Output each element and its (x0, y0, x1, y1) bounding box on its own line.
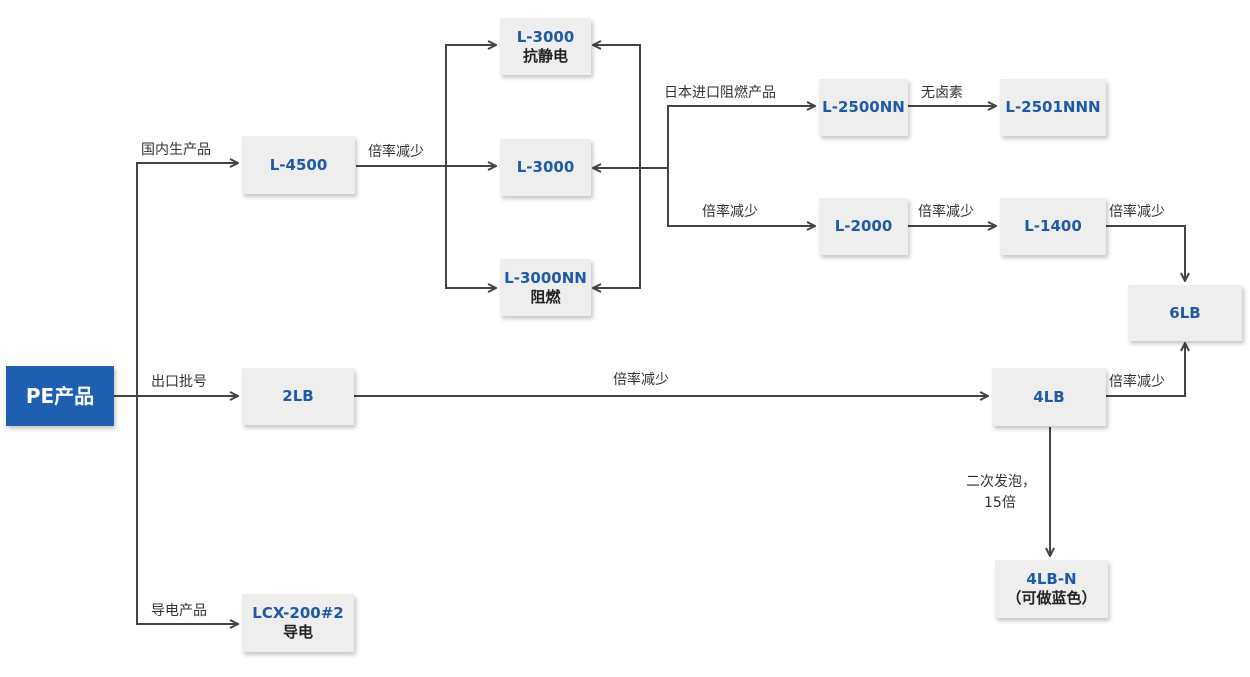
edge-label-export: 出口批号 (151, 374, 207, 390)
edge-label-rate-reduce-2lb: 倍率减少 (613, 372, 669, 388)
node-l-4500: L-4500 (242, 136, 355, 194)
node-4lb-n: 4LB-N （可做蓝色） (995, 560, 1108, 618)
node-label: PE产品 (25, 383, 95, 408)
connector-l1400-to-6lb (1106, 225, 1185, 281)
edge-label-conductive: 导电产品 (151, 603, 207, 619)
node-l-3000: L-3000 (500, 139, 591, 196)
node-label: L-3000 (516, 27, 575, 46)
node-label: 4LB-N (1026, 570, 1077, 588)
node-sublabel: （可做蓝色） (1006, 589, 1097, 607)
connector-l3000-to-l2500nn (667, 106, 815, 168)
node-label: L-2500NN (822, 98, 905, 116)
edge-label-rate-reduce-6lb-top: 倍率减少 (1109, 204, 1165, 220)
node-l-1400: L-1400 (1000, 198, 1106, 255)
edge-label-halogen-free: 无卤素 (921, 85, 963, 101)
node-label: L-2501NNN (1005, 98, 1101, 116)
node-pe-products: PE产品 (6, 366, 114, 426)
node-4lb: 4LB (992, 368, 1106, 426)
edge-label-secondary-foam-ratio: 15倍 (984, 495, 1016, 511)
node-6lb: 6LB (1128, 285, 1242, 341)
node-lcx-200-2-conductive: LCX-200#2 导电 (242, 594, 354, 652)
node-l-2500nn: L-2500NN (819, 79, 908, 136)
node-sublabel: 阻燃 (530, 287, 561, 306)
node-l-2000: L-2000 (819, 198, 908, 255)
node-l-3000-antistatic: L-3000 抗静电 (500, 18, 591, 75)
connector-fork-to-l3000-antistatic (445, 45, 496, 166)
connector-4lb-to-6lb (1106, 343, 1185, 397)
node-sublabel: 抗静电 (522, 46, 568, 65)
connector-fork-to-l3000nn (445, 166, 496, 288)
connector-bracket-to-l3000-antistatic (593, 45, 641, 168)
edge-label-rate-reduce-l1400: 倍率减少 (918, 204, 974, 220)
connector-l3000-to-l2000 (667, 168, 815, 226)
edge-label-rate-reduce-6lb-bottom: 倍率减少 (1109, 374, 1165, 390)
node-label: LCX-200#2 (252, 604, 344, 622)
node-label: L-2000 (834, 217, 893, 235)
connector-bracket-to-l3000nn (593, 168, 641, 288)
edge-label-domestic: 国内生产品 (141, 142, 211, 158)
node-2lb: 2LB (242, 368, 354, 425)
connector-root-to-domestic (114, 163, 238, 397)
node-label: L-4500 (269, 155, 328, 174)
node-sublabel: 导电 (282, 623, 313, 641)
connector-root-to-conductive (136, 396, 238, 624)
edge-label-rate-reduce-l2000: 倍率减少 (702, 204, 758, 220)
node-label: L-1400 (1024, 217, 1082, 235)
node-label: 4LB (1033, 387, 1065, 406)
node-l-2501nnn: L-2501NNN (1000, 79, 1106, 136)
edge-label-secondary-foam: 二次发泡， (966, 474, 1036, 490)
node-l-3000nn-flame-retardant: L-3000NN 阻燃 (500, 259, 591, 316)
node-label: 2LB (282, 387, 314, 405)
node-label: 6LB (1169, 303, 1201, 322)
edge-label-japan-flame-retardant: 日本进口阻燃产品 (664, 85, 776, 101)
node-label: L-3000 (516, 158, 575, 176)
edge-label-rate-reduce-l4500: 倍率减少 (368, 144, 424, 160)
node-label: L-3000NN (504, 268, 587, 287)
